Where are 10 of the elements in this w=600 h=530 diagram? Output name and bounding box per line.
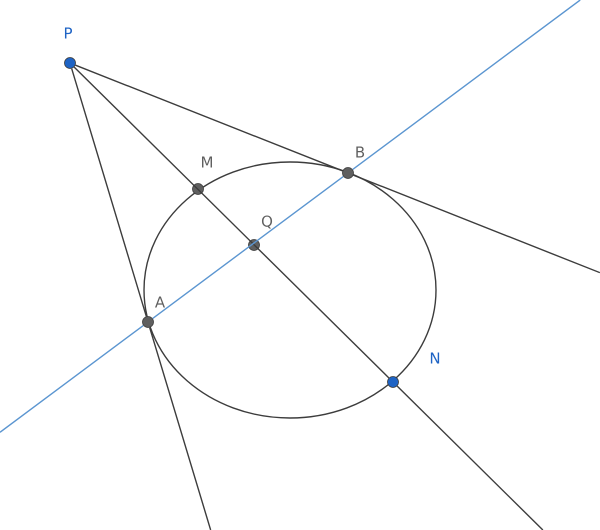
line	[152, 176, 344, 320]
line	[74, 66, 390, 378]
point-label: M	[202, 156, 212, 168]
point-label: Q	[262, 215, 272, 229]
point-label: A	[154, 296, 165, 308]
line	[71, 68, 147, 317]
line	[75, 64, 343, 172]
point-label: N	[430, 352, 440, 364]
point-label: P	[64, 28, 72, 38]
point-label: B	[356, 146, 364, 158]
